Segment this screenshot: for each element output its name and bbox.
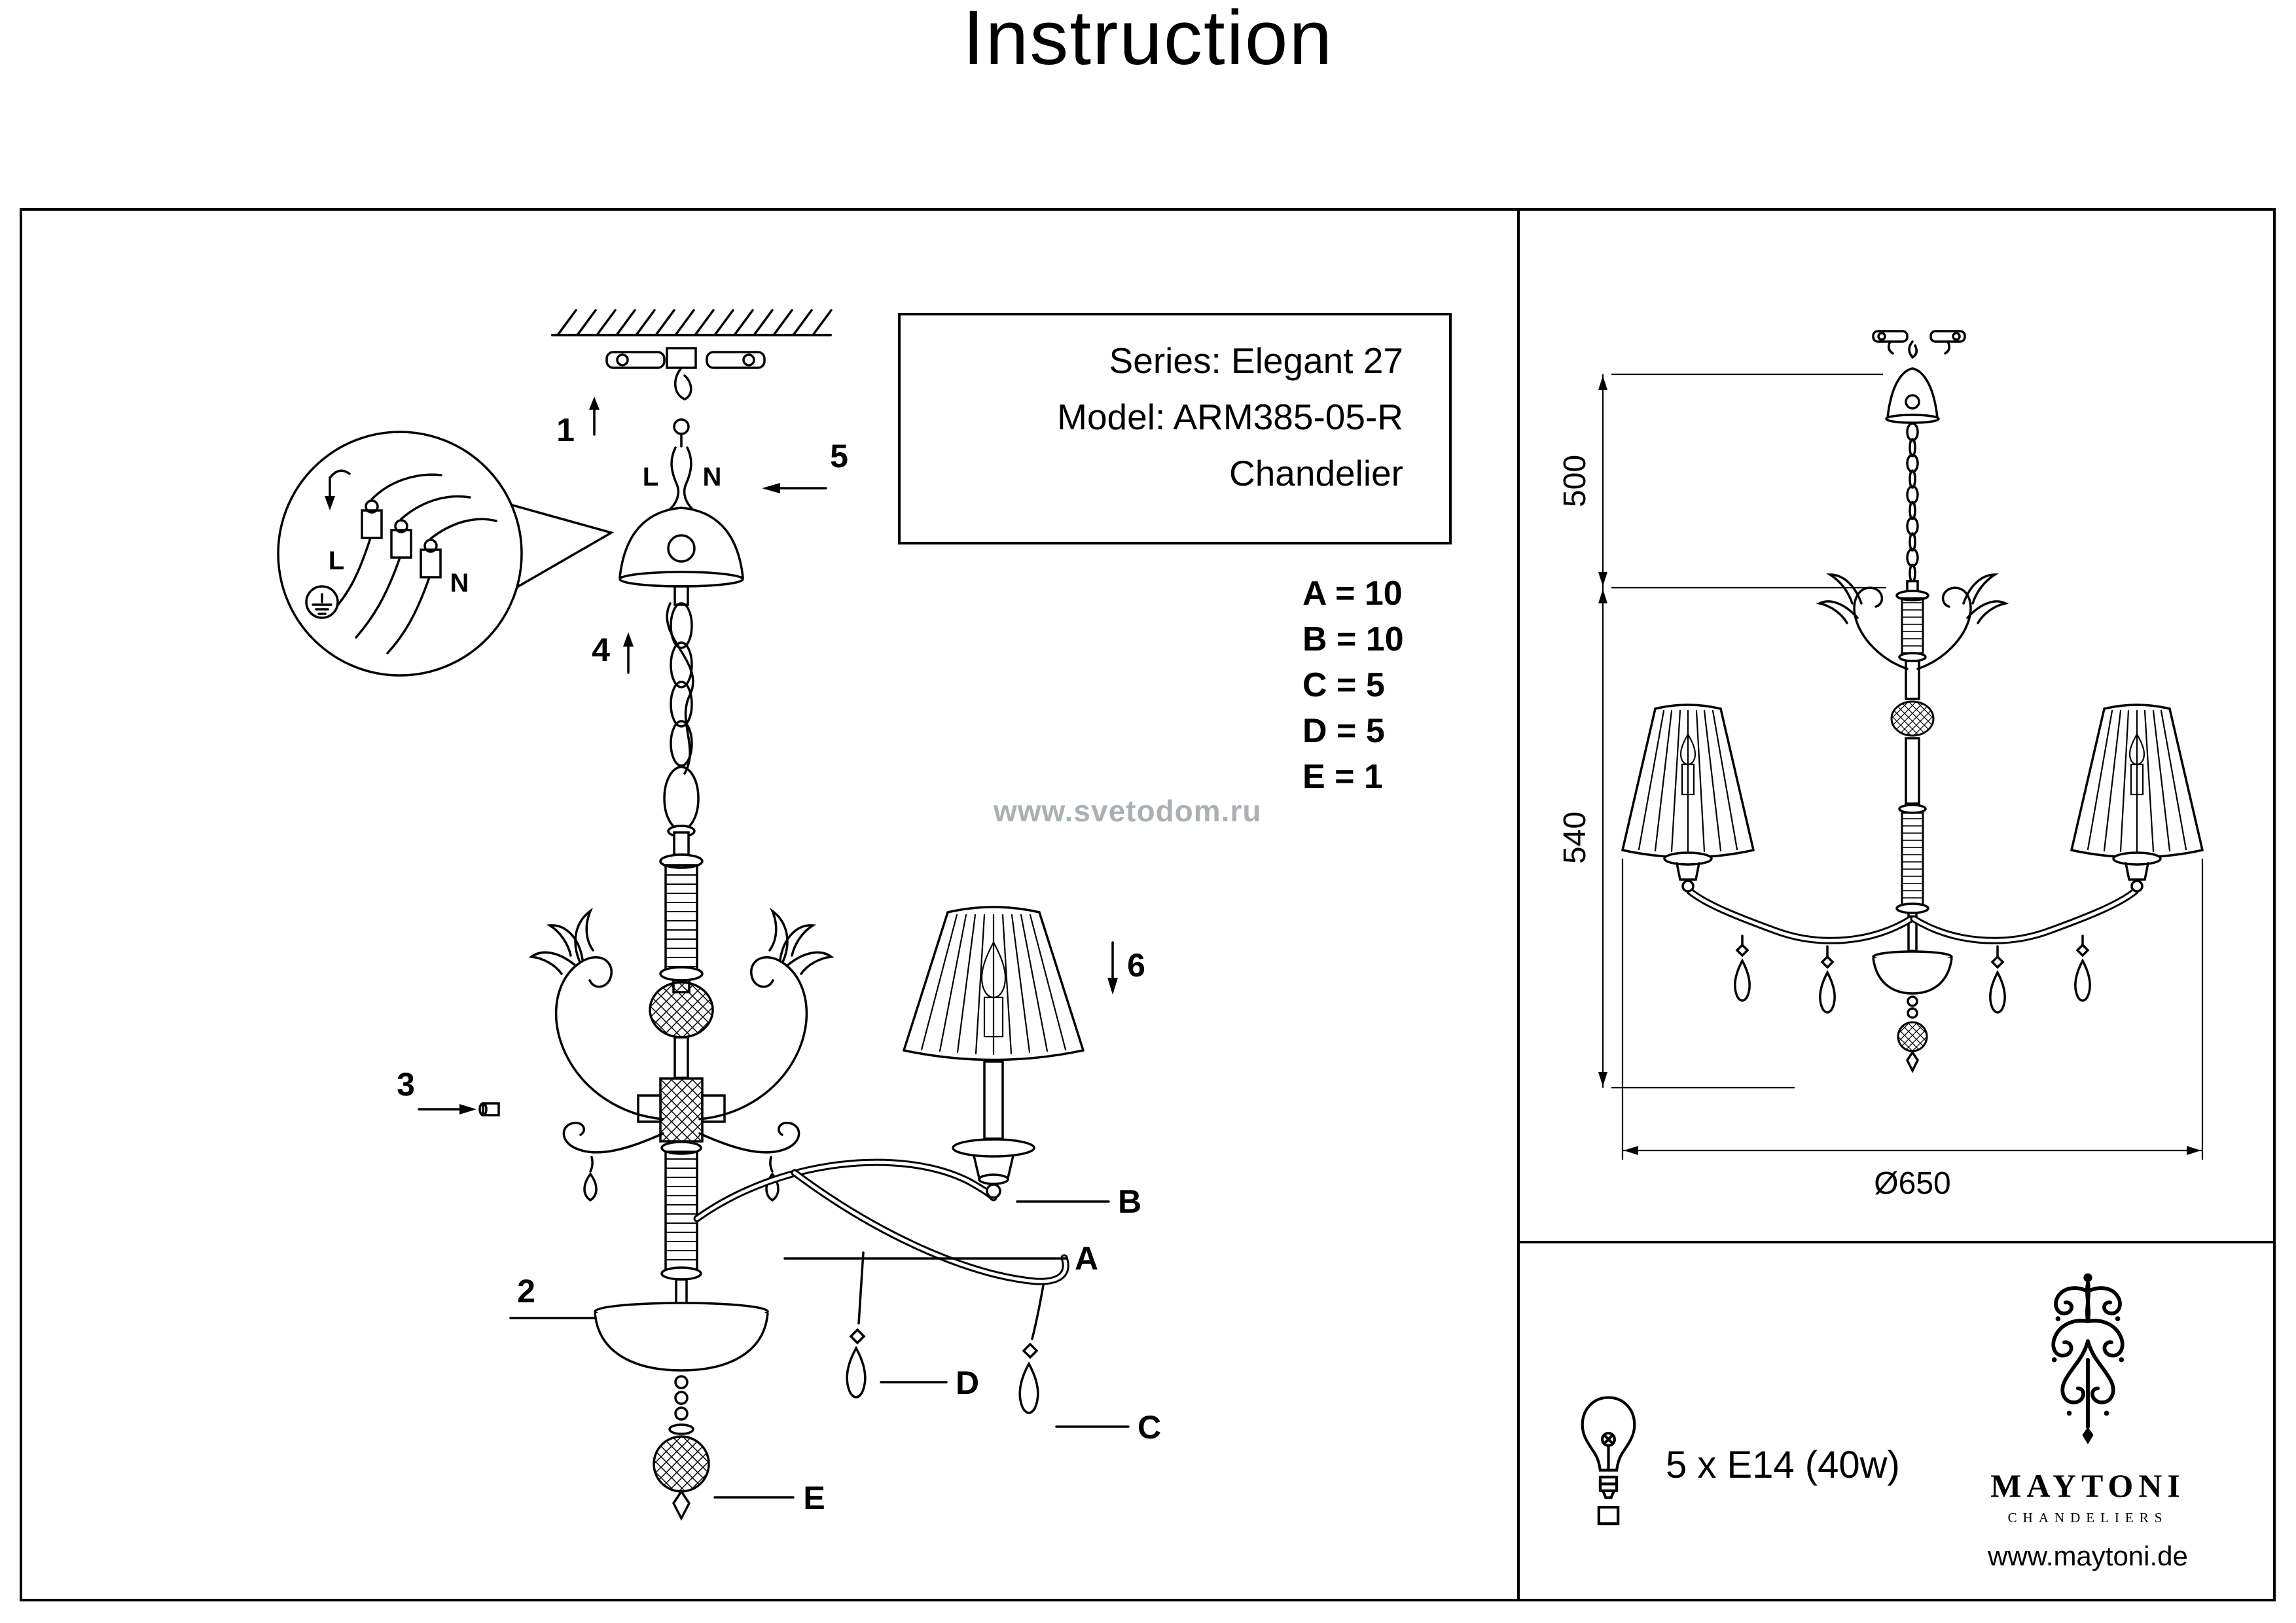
canopy-drawing [619,507,744,606]
supply-wires: L N [643,418,722,510]
step-3-callout: 3 [397,1066,500,1116]
step-4-callout: 4 [592,632,634,674]
watermark: www.svetodom.ru [994,794,1262,828]
brand-name: MAYTONI [1990,1467,2185,1504]
horizontal-divider [1520,1241,2273,1243]
model-info-box: Series: Elegant 27 Model: ARM385-05-R Ch… [898,313,1452,544]
step-1-callout: 1 [556,397,600,448]
part-a-label: A [1075,1240,1098,1277]
bulb-icon [1581,1396,1636,1525]
dim-arrow-icon [1598,1072,1607,1086]
dim-arrow-icon [1598,589,1607,603]
parts-count-item-a: A = 10 [1302,575,1403,613]
body-height-value: 540 [1558,812,1592,864]
terminal-l-label: L [329,546,344,575]
assembly-diagram: 1 L N 5 [277,309,1161,1521]
step-5-label: 5 [830,438,848,474]
arrow-down-icon [1107,978,1118,995]
wiring-detail-balloon: L N [277,431,615,677]
bowl-front-view [1872,950,1953,1073]
mounting-bracket [605,347,766,401]
callout-b: B [1016,1183,1141,1220]
content-frame: 1 L N 5 [20,208,2276,1601]
top-scroll-left [1816,573,1909,670]
step-4-label: 4 [592,632,610,668]
ground-symbol-icon [305,585,339,619]
part-c-label: C [1138,1409,1161,1446]
wire-n-label: N [703,463,722,491]
socket-drawing [952,1060,1035,1199]
part-d-label: D [956,1364,979,1401]
step-3-label: 3 [397,1066,415,1103]
brand-website: www.maytoni.de [1988,1541,2188,1571]
scroll-arm-left [528,907,664,1202]
dim-arrow-icon [1624,1146,1638,1155]
step-2-label: 2 [517,1273,535,1310]
step-6-label: 6 [1127,947,1145,984]
brand-block: MAYTONI CHANDELIERS www.maytoni.de [1977,1266,2199,1572]
arrow-up-icon [589,397,600,410]
model-label: Model: ARM385-05-R [1057,397,1403,437]
column-drawing [637,853,726,1311]
step-1-label: 1 [556,412,575,448]
type-label: Chandelier [1229,453,1403,493]
parts-count-item-b: B = 10 [1302,620,1404,658]
page-title: Instruction [962,0,1334,81]
parts-count-item-e: E = 1 [1302,758,1383,796]
terminal-blocks [327,473,497,654]
bulb-inside-shade [1679,733,1696,796]
scroll-arm-right [698,910,833,1202]
diameter-value: Ø650 [1874,1166,1950,1201]
crystal-drop-c [1018,1284,1045,1414]
crystal-ball-ornament [649,981,714,1039]
bulb-inside-shade [980,941,1007,1038]
terminal-n-label: N [450,569,469,597]
parts-count-item-d: D = 5 [1302,712,1385,750]
shade-front-view-left [1621,704,1755,893]
part-b-label: B [1118,1183,1141,1220]
lamp-spec: 5 x E14 (40w) [1666,1444,1900,1486]
dim-arrow-icon [2187,1146,2201,1155]
bowl-drawing [594,1302,769,1521]
parts-count-item-c: C = 5 [1302,666,1385,704]
callout-d: D [880,1364,979,1401]
dim-arrow-icon [1598,376,1607,390]
column-front-view [1890,590,1935,952]
brand-tagline: CHANDELIERS [2007,1510,2168,1525]
bracket-front-view [1872,330,1966,359]
callout-a: A [783,1240,1098,1277]
diameter-dimension: Ø650 [1621,859,2204,1201]
top-scroll-right [1916,573,2007,670]
dim-arrow-icon [1598,572,1607,586]
arrow-up-icon [623,632,634,647]
brand-ornament-icon [2051,1273,2150,1444]
dimension-diagram: 500 540 Ø650 [1558,330,2204,1201]
wire-l-label: L [643,463,658,491]
arrow-down-icon [325,496,335,510]
callout-e: E [713,1480,825,1516]
chain-drawing [663,602,700,856]
step-5-callout: 5 [762,438,848,493]
shade-drawing [903,906,1085,1061]
crystal-drop-d [846,1251,867,1399]
lamp-arm-drawing [693,1158,1069,1285]
canopy-front-view [1885,367,1940,424]
ceiling-hatch [551,309,833,336]
chain-front-view [1906,422,1919,593]
parts-count-list: A = 10 B = 10 C = 5 D = 5 E = 1 [1302,571,1404,800]
shade-front-view-right [2070,704,2204,893]
crystal-ball-finial [653,1435,710,1493]
arm-front-view-right [1914,891,2135,1012]
hang-height-value: 500 [1558,455,1592,507]
arrow-right-icon [459,1104,476,1115]
vertical-divider [1517,211,1520,1599]
arm-front-view-left [1686,887,1915,1014]
callout-c: C [1055,1409,1161,1446]
step-6-callout: 6 [1107,941,1145,995]
series-label: Series: Elegant 27 [1109,340,1403,381]
vertical-dimension: 500 540 [1558,373,1886,1089]
part-e-label: E [803,1480,825,1516]
arrow-left-icon [762,483,780,493]
arm-hub [659,1077,704,1143]
